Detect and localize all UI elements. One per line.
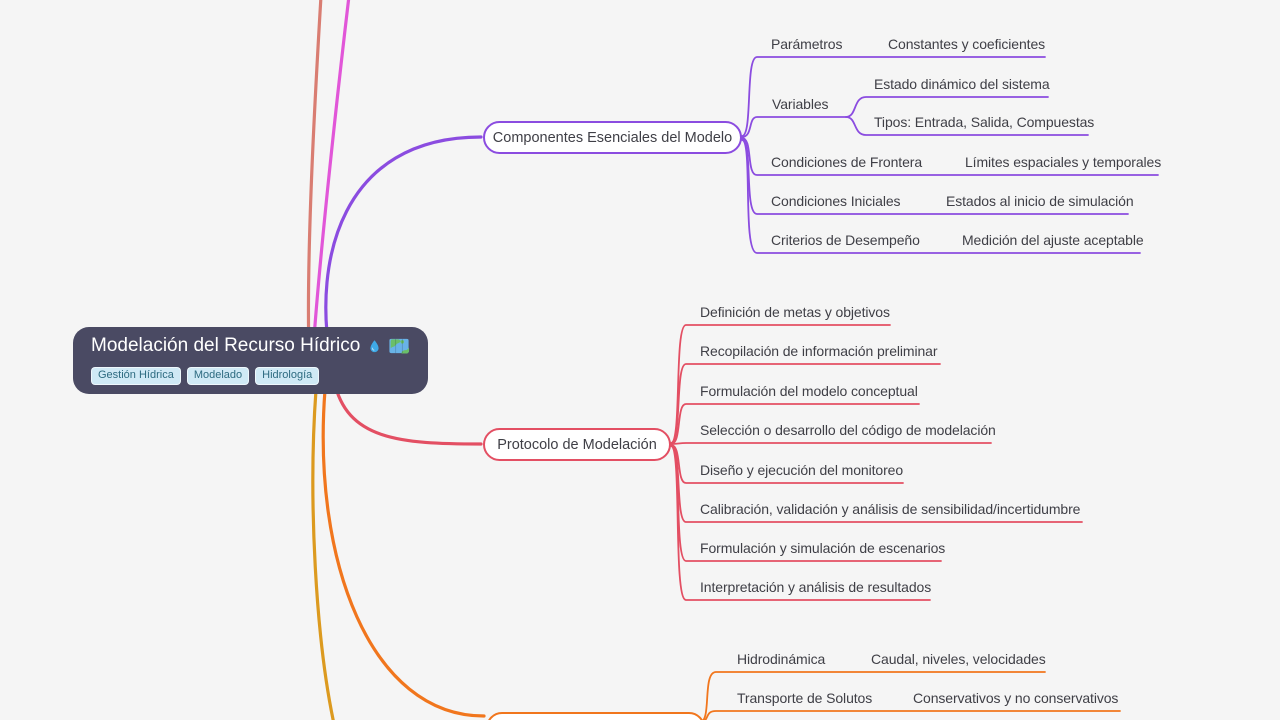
- link-root-procesos: [321, 388, 486, 718]
- link-formulacion-modelo: [670, 403, 920, 445]
- node-parametros[interactable]: Parámetros: [771, 36, 843, 52]
- link-root-protocolo: [332, 378, 483, 446]
- world-map-icon: [389, 338, 410, 354]
- node-componentes-label: Componentes Esenciales del Modelo: [492, 129, 733, 146]
- link-tipos: [845, 116, 1089, 136]
- node-recopilacion[interactable]: Recopilación de información preliminar: [700, 343, 938, 359]
- node-criterios-desempeno[interactable]: Criterios de Desempeño: [771, 232, 920, 248]
- node-constantes[interactable]: Constantes y coeficientes: [888, 36, 1046, 52]
- node-condiciones-frontera[interactable]: Condiciones de Frontera: [771, 154, 923, 170]
- node-estado-dinamico[interactable]: Estado dinámico del sistema: [874, 76, 1050, 92]
- node-hidrodinamica[interactable]: Hidrodinámica: [737, 651, 826, 667]
- link-offscreen-bottom: [311, 388, 335, 720]
- node-seleccion-codigo[interactable]: Selección o desarrollo del código de mod…: [700, 422, 996, 438]
- node-procesos-cutoff[interactable]: [486, 712, 705, 720]
- tag-modelado: Modelado: [186, 367, 250, 385]
- link-seleccion: [670, 442, 992, 445]
- node-medicion-ajuste[interactable]: Medición del ajuste aceptable: [962, 232, 1144, 248]
- link-recopilacion: [670, 363, 941, 444]
- node-simulacion-escenarios[interactable]: Formulación y simulación de escenarios: [700, 540, 946, 556]
- link-interpretacion: [670, 445, 931, 601]
- node-definicion-metas[interactable]: Definición de metas y objetivos: [700, 304, 890, 320]
- tag-gestion-hidrica: Gestión Hídrica: [91, 367, 181, 385]
- node-protocolo-label: Protocolo de Modelación: [497, 436, 657, 453]
- link-estado: [845, 96, 1049, 118]
- root-title: Modelación del Recurso Hídrico: [91, 335, 361, 356]
- link-root-componentes: [324, 135, 483, 358]
- link-transporte: [703, 710, 1121, 720]
- node-calibracion-validacion[interactable]: Calibración, validación y análisis de se…: [700, 501, 1081, 517]
- node-componentes-esenciales[interactable]: Componentes Esenciales del Modelo: [483, 121, 742, 154]
- link-offscreen-top-1: [306, 0, 323, 354]
- link-parametros: [741, 56, 1046, 137]
- node-caudal-niveles[interactable]: Caudal, niveles, velocidades: [871, 651, 1046, 667]
- link-variables: [741, 116, 847, 138]
- node-tipos[interactable]: Tipos: Entrada, Salida, Compuestas: [874, 114, 1095, 130]
- tag-hidrologia: Hidrología: [255, 367, 320, 385]
- node-transporte-solutos[interactable]: Transporte de Solutos: [737, 690, 873, 706]
- node-condiciones-iniciales[interactable]: Condiciones Iniciales: [771, 193, 901, 209]
- node-estados-inicio[interactable]: Estados al inicio de simulación: [946, 193, 1134, 209]
- node-diseno-monitoreo[interactable]: Diseño y ejecución del monitoreo: [700, 462, 904, 478]
- root-node[interactable]: Modelación del Recurso Hídrico Gestión H…: [73, 327, 428, 394]
- link-criterios: [741, 139, 1141, 254]
- node-interpretacion-resultados[interactable]: Interpretación y análisis de resultados: [700, 579, 932, 595]
- link-hidrodinamica: [701, 671, 1046, 720]
- node-conservativos[interactable]: Conservativos y no conservativos: [913, 690, 1119, 706]
- node-limites[interactable]: Límites espaciales y temporales: [965, 154, 1162, 170]
- node-formulacion-conceptual[interactable]: Formulación del modelo conceptual: [700, 383, 918, 399]
- droplet-icon: [367, 337, 382, 356]
- node-protocolo-modelacion[interactable]: Protocolo de Modelación: [483, 428, 671, 461]
- link-offscreen-top-2: [311, 0, 351, 354]
- link-frontera: [741, 137, 1159, 176]
- root-tags: Gestión Hídrica Modelado Hidrología: [91, 367, 410, 385]
- node-variables[interactable]: Variables: [772, 96, 829, 112]
